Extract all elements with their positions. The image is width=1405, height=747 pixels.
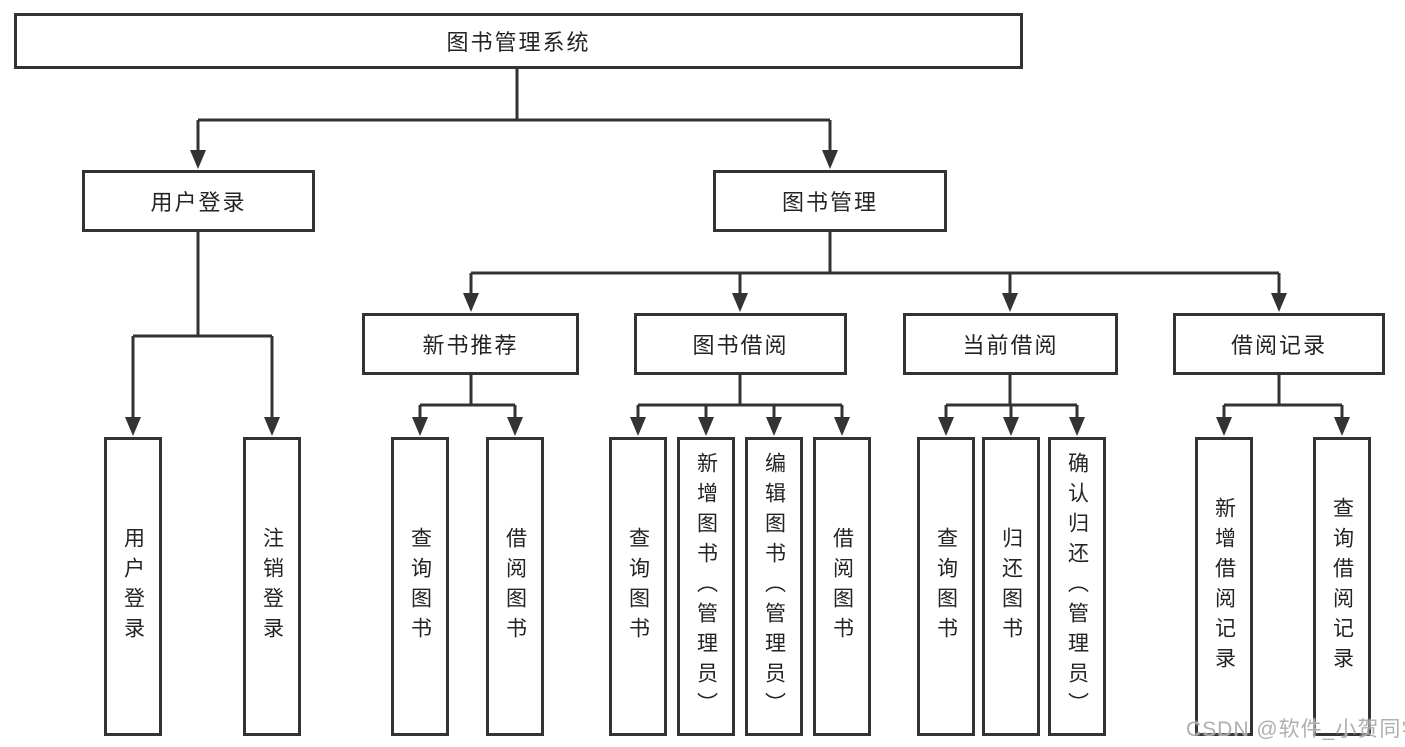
csdn-watermark: CSDN @软件_小贺同学 bbox=[1186, 718, 1405, 741]
node-label: 借阅记录 bbox=[1230, 333, 1327, 358]
node-library-management-system: 图书管理系统 bbox=[14, 13, 1023, 69]
node-label: 借阅图书 bbox=[503, 526, 527, 647]
connector-lines bbox=[131, 69, 1344, 422]
node-borrowing-add-books-admin: 新增图书（管理员） bbox=[677, 437, 735, 736]
node-label: 查询借阅记录 bbox=[1330, 496, 1354, 677]
node-label: 归还图书 bbox=[999, 526, 1023, 647]
node-label: 查询图书 bbox=[408, 526, 432, 647]
node-user-login: 用户登录 bbox=[82, 170, 315, 232]
node-label: 当前借阅 bbox=[962, 333, 1059, 358]
node-borrowing-edit-books-admin: 编辑图书（管理员） bbox=[745, 437, 803, 736]
node-book-management: 图书管理 bbox=[713, 170, 947, 232]
node-label: 编辑图书（管理员） bbox=[762, 451, 786, 722]
node-label: 用户登录 bbox=[150, 190, 247, 215]
node-borrowing-records: 借阅记录 bbox=[1173, 313, 1385, 375]
node-current-return-books: 归还图书 bbox=[982, 437, 1040, 736]
node-records-query-borrow-record: 查询借阅记录 bbox=[1313, 437, 1371, 736]
node-label: 新增借阅记录 bbox=[1212, 496, 1236, 677]
node-borrowing-query-books: 查询图书 bbox=[609, 437, 667, 736]
node-label: 图书管理系统 bbox=[446, 30, 591, 55]
arrowheads bbox=[125, 150, 1350, 436]
node-new-book-recommendation: 新书推荐 bbox=[362, 313, 579, 375]
node-user-login-leaf: 用户登录 bbox=[104, 437, 162, 736]
node-recommend-query-books: 查询图书 bbox=[391, 437, 449, 736]
node-label: 查询图书 bbox=[934, 526, 958, 647]
node-borrowing-borrow-books: 借阅图书 bbox=[813, 437, 871, 736]
node-label: 图书借阅 bbox=[692, 333, 789, 358]
node-current-query-books: 查询图书 bbox=[917, 437, 975, 736]
node-label: 用户登录 bbox=[121, 526, 145, 647]
node-logout: 注销登录 bbox=[243, 437, 301, 736]
node-recommend-borrow-books: 借阅图书 bbox=[486, 437, 544, 736]
node-label: 新书推荐 bbox=[422, 333, 519, 358]
node-current-borrowing: 当前借阅 bbox=[903, 313, 1118, 375]
node-label: 借阅图书 bbox=[830, 526, 854, 647]
node-book-borrowing: 图书借阅 bbox=[634, 313, 847, 375]
node-label: 查询图书 bbox=[626, 526, 650, 647]
node-label: 注销登录 bbox=[260, 526, 284, 647]
node-label: 确认归还（管理员） bbox=[1065, 451, 1089, 722]
node-label: 新增图书（管理员） bbox=[694, 451, 718, 722]
node-records-add-borrow-record: 新增借阅记录 bbox=[1195, 437, 1253, 736]
node-current-confirm-return-admin: 确认归还（管理员） bbox=[1048, 437, 1106, 736]
node-label: 图书管理 bbox=[781, 190, 878, 215]
